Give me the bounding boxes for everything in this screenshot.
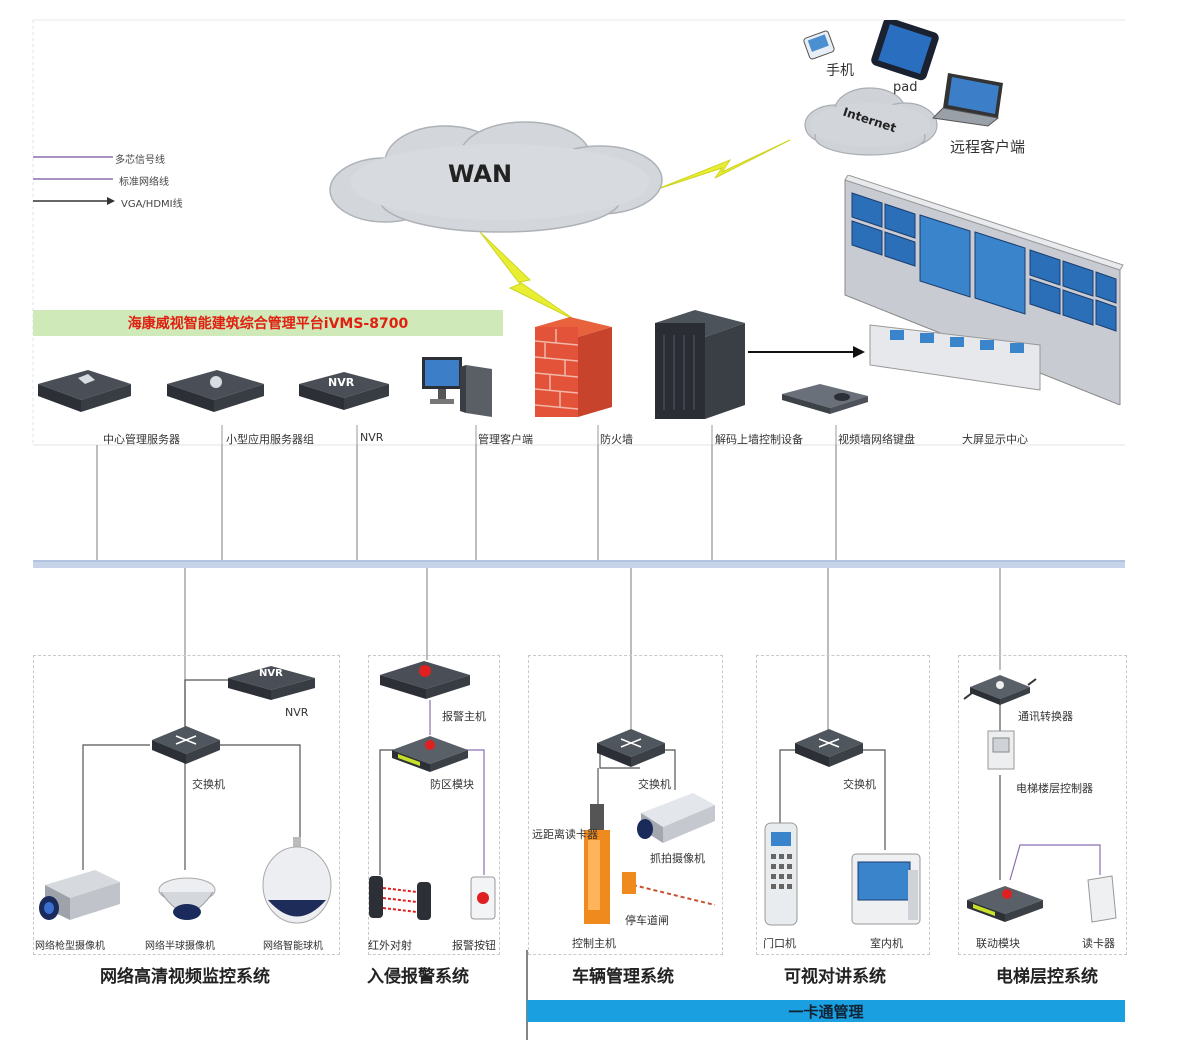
- wireless-link-icon: [479, 231, 576, 321]
- card-reader-label: 读卡器: [1082, 937, 1115, 950]
- decoder-controller-icon: [650, 305, 750, 423]
- linkage-module-label: 联动模块: [976, 937, 1020, 950]
- dome-camera-icon: [155, 872, 220, 927]
- indoor-station-icon: [848, 850, 928, 930]
- converter-icon: [960, 665, 1040, 710]
- switch-icon: [150, 722, 222, 766]
- zone-module-label: 防区模块: [430, 778, 474, 791]
- legend-item-label: VGA/HDMI线: [121, 199, 183, 210]
- nvr-label: NVR: [285, 706, 309, 719]
- legend: 多芯信号线 标准网络线 VGA/HDMI线: [33, 148, 193, 210]
- controller-label: 控制主机: [572, 937, 616, 950]
- intercom-system-title: 可视对讲系统: [784, 967, 886, 987]
- switch-label: 交换机: [843, 778, 876, 791]
- wireless-link-icon: [654, 139, 791, 191]
- switch-label: 交换机: [638, 778, 671, 791]
- network-backbone: [33, 560, 1125, 568]
- switch-icon: [595, 725, 667, 769]
- laptop-icon: [928, 68, 1008, 128]
- long-range-reader-label: 远距离读卡器: [532, 828, 598, 841]
- nvr-icon: NVR: [225, 660, 317, 705]
- alarm-host-label: 报警主机: [442, 710, 486, 723]
- elevator-system-title: 电梯层控系统: [996, 967, 1098, 987]
- legend-item-label: 标准网络线: [119, 177, 169, 188]
- vehicle-system-box: [528, 655, 723, 955]
- cctv-system-title: 网络高清视频监控系统: [100, 967, 270, 987]
- firewall-icon: [530, 315, 615, 420]
- device-label: 中心管理服务器: [103, 433, 180, 446]
- barrier-gate-icon: [618, 868, 648, 898]
- zone-module-icon: [390, 730, 470, 775]
- device-label: 视频墙网络键盘: [838, 433, 915, 446]
- camera-label: 网络智能球机: [263, 941, 323, 952]
- switch-label: 交换机: [192, 778, 225, 791]
- phone-label: 手机: [826, 63, 854, 79]
- device-label: 小型应用服务器组: [226, 433, 314, 446]
- barrier-label: 停车道闸: [625, 914, 669, 927]
- door-station-icon: [762, 820, 800, 928]
- network-keyboard-icon: [780, 382, 870, 418]
- nvr-icon: NVR: [294, 362, 394, 417]
- infrared-beam-icon: [365, 872, 435, 922]
- management-server-icon: [33, 362, 133, 417]
- door-station-label: 门口机: [763, 937, 796, 950]
- pad-label: pad: [893, 80, 918, 95]
- camera-label: 网络半球摄像机: [145, 941, 215, 952]
- indoor-station-label: 室内机: [870, 937, 903, 950]
- barrier-controller-icon: [570, 800, 625, 930]
- card-reader-icon: [1082, 874, 1122, 924]
- alarm-system-box: [368, 655, 500, 955]
- camera-label: 网络枪型摄像机: [35, 941, 105, 952]
- cctv-system-box: [33, 655, 340, 955]
- alarm-system-title: 入侵报警系统: [367, 967, 469, 987]
- intercom-system-box: [756, 655, 930, 955]
- linkage-module-icon: [965, 878, 1045, 926]
- infrared-label: 红外对射: [368, 939, 412, 952]
- legend-item-label: 多芯信号线: [115, 155, 165, 166]
- application-server-icon: [162, 362, 267, 417]
- device-label: 管理客户端: [478, 433, 533, 446]
- internet-cloud: Internet: [800, 85, 940, 160]
- elevator-system-box: [958, 655, 1127, 955]
- device-label: 解码上墙控制设备: [715, 433, 803, 446]
- floor-controller-icon: [985, 728, 1017, 772]
- alarm-button-label: 报警按钮: [452, 939, 496, 952]
- alarm-host-icon: [378, 655, 473, 703]
- cloud-icon: [804, 87, 938, 156]
- bullet-camera-icon: [35, 860, 125, 925]
- remote-client-label: 远程客户端: [950, 138, 1026, 156]
- nvr-badge: NVR: [259, 668, 283, 679]
- floor-controller-label: 电梯楼层控制器: [1016, 782, 1093, 795]
- management-client-icon: [420, 355, 500, 420]
- device-label: NVR: [360, 431, 384, 444]
- phone-icon: [800, 28, 840, 68]
- wan-label: WAN: [448, 160, 513, 188]
- one-card-management-bar: 一卡通管理: [527, 1000, 1125, 1022]
- tablet-icon: [868, 17, 948, 82]
- platform-title: 海康威视智能建筑综合管理平台iVMS-8700: [33, 310, 503, 336]
- device-label: 大屏显示中心: [962, 433, 1028, 446]
- device-label: 防火墙: [600, 433, 633, 446]
- capture-camera-label: 抓拍摄像机: [650, 852, 705, 865]
- video-wall-icon: [840, 174, 1125, 406]
- converter-label: 通讯转换器: [1018, 710, 1073, 723]
- vehicle-system-title: 车辆管理系统: [572, 967, 674, 987]
- nvr-badge: NVR: [328, 376, 355, 389]
- wan-cloud: WAN: [325, 120, 670, 235]
- cloud-icon: [329, 121, 663, 233]
- speed-dome-icon: [260, 835, 335, 930]
- alarm-button-icon: [468, 874, 498, 922]
- capture-camera-icon: [633, 785, 718, 845]
- switch-icon: [793, 725, 865, 769]
